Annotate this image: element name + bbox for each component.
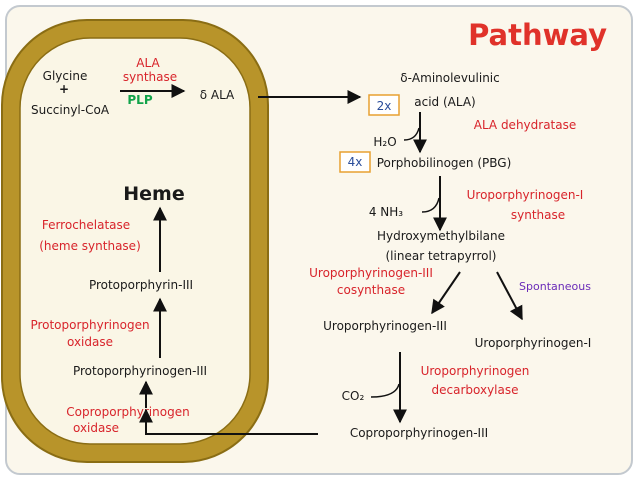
arrow-to-uro3 [431, 271, 461, 315]
protogen-oxidase-label-2: oxidase [67, 335, 113, 349]
plp-cofactor-label: PLP [127, 93, 152, 107]
delta-ala-label: δ ALA [200, 88, 235, 102]
ferrochelatase-label-1: Ferrochelatase [42, 218, 130, 232]
uro-decarboxylase-label-1: Uroporphyrinogen [421, 364, 530, 378]
water-label: H₂O [373, 135, 396, 149]
uro1-synthase-label-2: synthase [511, 208, 565, 222]
water-release-arrow [403, 127, 420, 141]
ala-synthase-label-2: synthase [123, 70, 177, 84]
mitochondrion-matrix [19, 37, 251, 445]
ferrochelatase-label-2: (heme synthase) [39, 239, 141, 253]
co2-label: CO₂ [342, 389, 365, 403]
ala-dehydratase-label: ALA dehydratase [474, 118, 577, 132]
protogen-oxidase-label-1: Protoporphyrinogen [30, 318, 149, 332]
coprogen-oxidase-label-2: oxidase [73, 421, 119, 435]
stoichiometry-box-2x [368, 94, 400, 116]
stoichiometry-box-4x [339, 151, 371, 173]
glycine-label: Glycine [43, 69, 88, 83]
uro-decarboxylase-label-2: decarboxylase [432, 383, 519, 397]
protoporphyrinogen-label: Protoporphyrinogen-III [73, 364, 207, 378]
protoporphyrin-label: Protoporphyrin-III [89, 278, 193, 292]
heme-label: Heme [123, 183, 184, 205]
ala-synthase-label-1: ALA [136, 56, 160, 70]
page-title: Pathway [468, 18, 607, 52]
dala-label-2: acid (ALA) [414, 95, 475, 109]
box-4x-label: 4x [348, 155, 363, 169]
uro3-cosynthase-label-2: cosynthase [337, 283, 405, 297]
uro1-label: Uroporphyrinogen-I [475, 336, 592, 350]
uro3-cosynthase-label-1: Uroporphyrinogen-III [309, 266, 433, 280]
ammonia-label: 4 NH₃ [369, 205, 403, 219]
uro1-synthase-label-1: Uroporphyrinogen-I [467, 188, 584, 202]
co2-release-arrow [370, 383, 400, 398]
succinyl-coa-label: Succinyl-CoA [31, 103, 110, 117]
uro3-label: Uroporphyrinogen-III [323, 319, 447, 333]
plus-sign: + [59, 82, 69, 96]
hmb-label-2: (linear tetrapyrrol) [386, 249, 497, 263]
ammonia-release-arrow [421, 197, 440, 213]
box-2x-label: 2x [377, 99, 392, 113]
arrow-to-uro1 [496, 271, 523, 321]
arrow-copro-import [139, 408, 318, 435]
coprogen-oxidase-label-1: Coproporphyrinogen [66, 405, 189, 419]
dala-label-1: δ-Aminolevulinic [400, 71, 499, 85]
pbg-label: Porphobilinogen (PBG) [377, 156, 512, 170]
spontaneous-label: Spontaneous [519, 280, 591, 293]
hmb-label-1: Hydroxymethylbilane [377, 229, 505, 243]
coproporphyrinogen-label: Coproporphyrinogen-III [350, 426, 488, 440]
